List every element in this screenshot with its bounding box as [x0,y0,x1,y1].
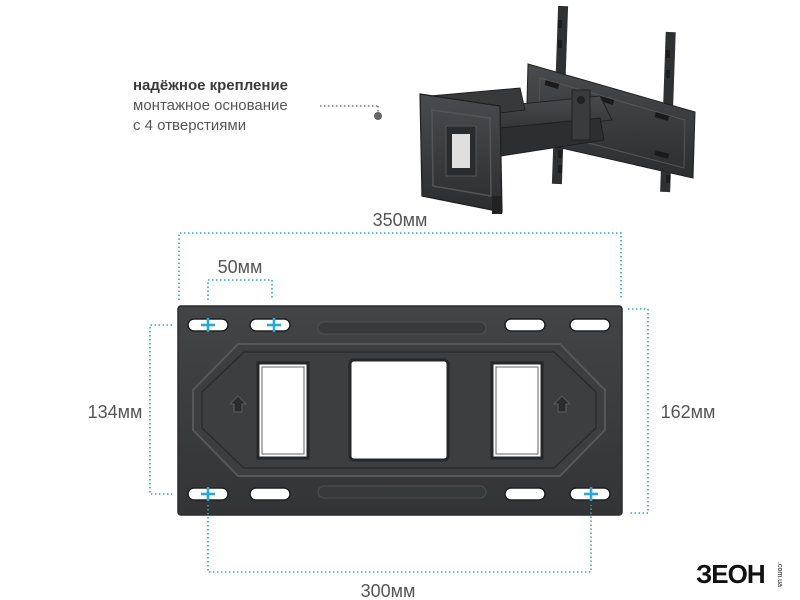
brand-logo-text: ЗЕОН [696,559,765,589]
dimension-label-right-height: 162мм [661,402,716,422]
dimension-label-left-height: 134мм [88,402,143,422]
wall-plate [177,305,623,516]
plus-icon [201,487,215,501]
feature-line-1: монтажное основание [133,97,288,114]
feature-line-2: с 4 отверстиями [133,117,247,134]
plus-icon [201,318,215,332]
brand-logo-suffix: .com.ua [776,562,783,587]
mounting-hole-markers [201,318,598,501]
feature-title: надёжное крепление [133,77,289,94]
dimension-lines [149,232,649,573]
dimension-label-top-width: 350мм [373,210,428,230]
plus-icon [584,487,598,501]
plus-icon [267,318,281,332]
bracket-product-illustration [419,5,696,214]
callout-leader [320,105,382,120]
dimension-label-hole-spacing: 50мм [218,257,263,277]
feature-callout: надёжное крепление монтажное основание с… [133,76,288,136]
brand-logo: ЗЕОН .com.ua [696,559,783,589]
dimension-label-bottom-width: 300мм [361,581,416,600]
